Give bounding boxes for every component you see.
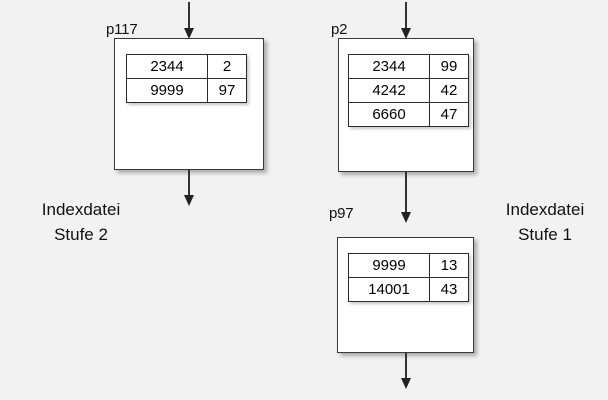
entry-pointer: 99 [429,54,469,79]
arrow-shaft [188,2,190,30]
entry-pointer: 97 [207,78,247,103]
caption-left-index-level-2: Indexdatei Stufe 2 [16,198,146,247]
arrow-head-icon [401,378,411,389]
entry-table-p97: 9999 13 14001 43 [348,253,469,302]
arrow-shaft [405,2,407,30]
entry-pointer: 42 [429,78,469,103]
entry-pointer: 47 [429,102,469,127]
caption-line-2: Stufe 1 [518,224,572,244]
arrow-p2-to-p97 [401,172,411,224]
arrow-head-icon [184,195,194,206]
table-row: 14001 43 [348,277,469,302]
arrow-out-of-p97 [401,353,411,391]
table-row: 4242 42 [348,78,469,103]
arrow-shaft [405,353,407,381]
node-label-p97: p97 [329,205,354,222]
arrow-head-icon [401,28,411,39]
entry-key: 2344 [126,54,208,79]
arrow-head-icon [184,28,194,39]
arrow-into-p2 [401,2,411,39]
node-label-p117: p117 [106,21,138,38]
arrow-shaft [405,172,407,214]
node-label-p2: p2 [331,21,348,38]
table-row: 2344 99 [348,54,469,79]
entry-key: 9999 [126,78,208,103]
entry-key: 2344 [348,54,430,79]
caption-line-2: Stufe 2 [54,224,108,244]
entry-pointer: 2 [207,54,247,79]
entry-table-p117: 2344 2 9999 97 [126,54,247,103]
table-row: 9999 13 [348,253,469,278]
entry-key: 6660 [348,102,430,127]
entry-pointer: 13 [429,253,469,278]
caption-right-index-level-1: Indexdatei Stufe 1 [490,198,600,247]
entry-pointer: 43 [429,277,469,302]
entry-key: 14001 [348,277,430,302]
table-row: 2344 2 [126,54,247,79]
table-row: 6660 47 [348,102,469,127]
entry-table-p2: 2344 99 4242 42 6660 47 [348,54,469,127]
entry-key: 4242 [348,78,430,103]
arrow-shaft [188,170,190,198]
arrow-head-icon [401,212,411,223]
entry-key: 9999 [348,253,430,278]
caption-line-1: Indexdatei [505,200,585,219]
arrow-into-p117 [184,2,194,39]
caption-line-1: Indexdatei [41,200,121,219]
table-row: 9999 97 [126,78,247,103]
arrow-out-of-p117 [184,170,194,208]
